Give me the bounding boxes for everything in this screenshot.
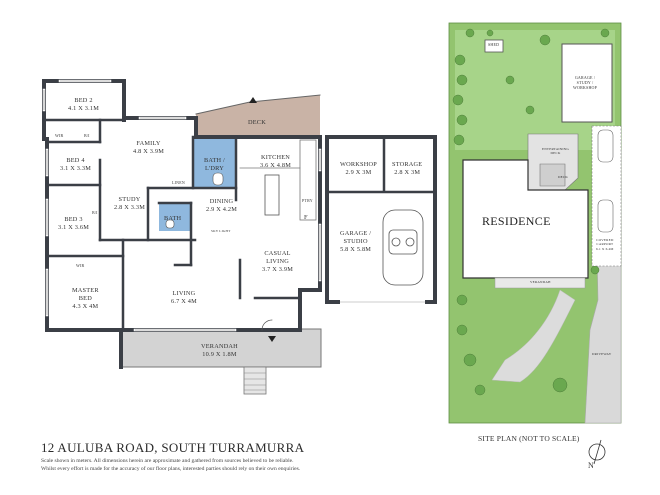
skylight-label: SKY LIGHT — [211, 229, 231, 233]
deck-area — [196, 95, 320, 135]
verandah-steps — [243, 366, 267, 395]
site-plan-caption: SITE PLAN (NOT TO SCALE) — [478, 434, 580, 443]
linen-label: LINEN — [172, 180, 185, 185]
deck-label: DECK — [248, 119, 266, 126]
wir-label: WIR — [55, 133, 64, 138]
site-plan — [448, 22, 622, 465]
site-verandah-label: VERANDAH — [530, 280, 551, 284]
fridge-label: F — [304, 214, 308, 221]
bed4-label: BED 43.1 x 3.3m — [60, 157, 92, 172]
bath-ldry-label: BATH /L'DRY — [204, 157, 225, 172]
bi-label: B/I — [84, 133, 90, 138]
outbuilding-label: GARAGE /STUDY /WORKSHOP — [573, 75, 598, 90]
disclaimer: Scale shown in meters. All dimensions he… — [41, 458, 301, 473]
residence-label: RESIDENCE — [482, 214, 551, 228]
shed-label: SHED — [488, 42, 500, 47]
north-arrow-icon — [588, 439, 606, 465]
north-label: N — [588, 461, 594, 470]
bi-label-2: B/I — [92, 210, 98, 215]
bath-label: BATH — [164, 215, 182, 222]
site-deck-label: DECK — [558, 175, 569, 179]
residence-footprint — [462, 159, 589, 279]
bed2-label: BED 24.1 x 3.1m — [68, 97, 100, 112]
bed3-label: BED 33.1 x 3.6m — [58, 216, 90, 231]
car-icon — [382, 209, 424, 286]
bath-area — [159, 203, 191, 231]
house-plan — [42, 79, 322, 395]
wc-label: WIR — [76, 263, 85, 268]
driveway-label: DRIVEWAY — [592, 352, 612, 356]
garage-plan — [325, 135, 437, 304]
pantry-label: PTRY — [302, 198, 313, 203]
property-address: 12 AULUBA ROAD, SOUTH TURRAMURRA — [41, 440, 305, 455]
